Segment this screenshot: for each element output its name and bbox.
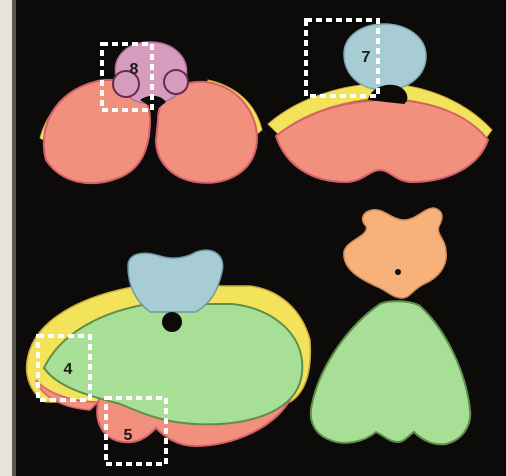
orange-center-dot — [395, 269, 401, 275]
blue-oval-top-right — [344, 24, 426, 90]
dark-hole-bottom-left — [162, 312, 182, 332]
label-8: 8 — [130, 61, 139, 78]
left-border-strip — [0, 0, 12, 476]
label-4: 4 — [64, 361, 73, 378]
left-border-shadow — [12, 0, 16, 476]
pink-right-eye — [164, 70, 188, 94]
label-5: 5 — [124, 427, 133, 444]
label-7: 7 — [362, 49, 371, 66]
